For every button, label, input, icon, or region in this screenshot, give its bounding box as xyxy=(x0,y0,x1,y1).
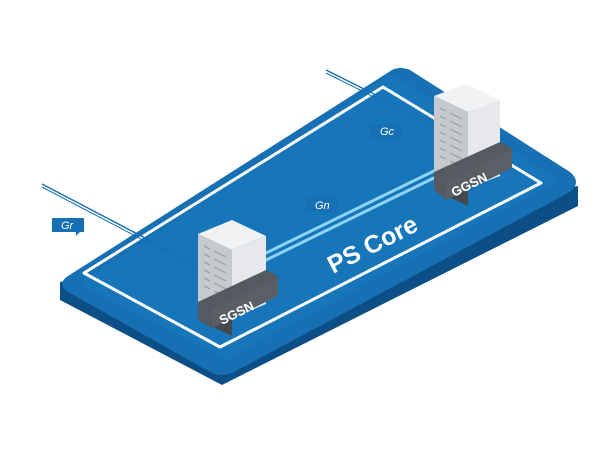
sgsn-top xyxy=(198,220,266,250)
ggsn-vents xyxy=(439,107,463,168)
gr-link xyxy=(41,183,207,271)
gc-link xyxy=(325,69,443,129)
sgsn-plate-face xyxy=(212,278,278,328)
external-links xyxy=(41,69,443,274)
gn-link xyxy=(261,166,441,257)
gn-tag-label: Gn xyxy=(315,200,330,212)
gr-tag: Gr xyxy=(52,218,84,236)
gc-tag-label: Gc xyxy=(380,126,395,138)
gr-tag-label: Gr xyxy=(61,220,75,232)
gc-tag: Gc xyxy=(370,124,402,142)
sgsn-node: SGSN xyxy=(198,220,278,336)
gr-link-shadow xyxy=(41,186,207,274)
gn-link-2 xyxy=(261,173,441,264)
ggsn-top xyxy=(434,84,500,112)
gc-link-shadow xyxy=(325,72,443,132)
ggsn-plate-face xyxy=(446,150,512,200)
ggsn-node: GGSN xyxy=(434,84,512,206)
gn-tag: Gn xyxy=(306,198,338,216)
